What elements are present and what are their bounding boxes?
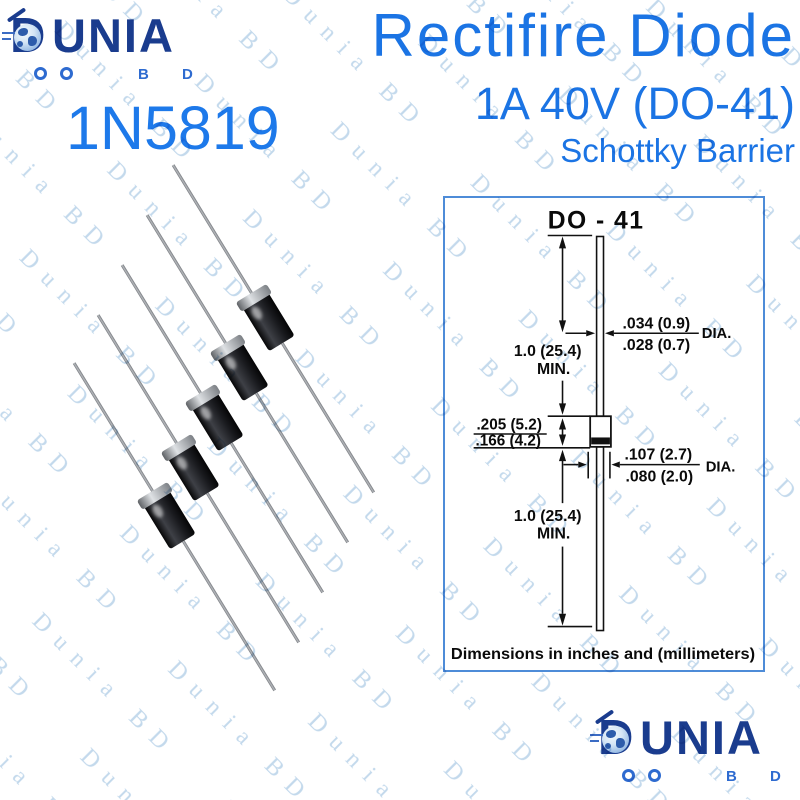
- product-technology: Schottky Barrier: [560, 132, 795, 170]
- brand-logo-bottom: D UNIA B D: [590, 709, 800, 785]
- globe-continent: [17, 41, 23, 47]
- do41-diagram-box: DO - 41: [443, 196, 765, 672]
- globe-icon: [14, 24, 41, 51]
- cart-wheel-icon: [34, 67, 47, 80]
- bottom-lead-min-label: MIN.: [537, 526, 570, 543]
- body-dia-unit-label: DIA.: [706, 460, 736, 476]
- cart-wheel-icon: [622, 769, 635, 782]
- body-dia-min-label: .080 (2.0): [625, 468, 693, 485]
- reflection-highlight: [150, 502, 166, 519]
- lead-dia-max-label: .034 (0.9): [623, 315, 691, 332]
- body-dia-max-label: .107 (2.7): [625, 447, 693, 464]
- diagram-heading: DO - 41: [548, 208, 645, 235]
- top-lead-length-label: 1.0 (25.4): [514, 343, 582, 360]
- part-number: 1N5819: [66, 94, 280, 162]
- title-block: Rectifire Diode 1A 40V (DO-41) Schottky …: [371, 2, 796, 170]
- brand-wordmark: UNIA: [52, 9, 175, 62]
- brand-wordmark-row: D UNIA: [590, 709, 800, 764]
- globe-continent: [28, 36, 37, 46]
- do41-diagram: DO - 41: [451, 208, 755, 664]
- globe-continent: [606, 730, 616, 738]
- speed-line: [2, 32, 15, 34]
- lead-dia-min-label: .028 (0.7): [623, 337, 691, 354]
- logo-letter-b: B: [726, 768, 737, 785]
- logo-letter-d: D: [182, 66, 193, 83]
- cart-d-icon: D: [2, 7, 52, 62]
- speed-line: [590, 734, 603, 736]
- cart-wheel-icon: [648, 769, 661, 782]
- product-title: Rectifire Diode: [371, 2, 795, 69]
- dimension-lines: [473, 234, 700, 628]
- lead-dia-unit-label: DIA.: [702, 326, 732, 342]
- lead-bottom-rect: [595, 446, 605, 632]
- cathode-band-rect: [591, 437, 610, 445]
- cart-wheel-icon: [60, 67, 73, 80]
- top-lead-min-label: MIN.: [537, 361, 570, 378]
- globe-continent: [18, 28, 28, 36]
- cart-d-icon: D: [590, 709, 640, 764]
- reflection-highlight: [174, 454, 190, 471]
- lead-top-rect: [595, 235, 605, 418]
- globe-icon: [602, 726, 629, 753]
- brand-logo-subrow: B D: [598, 767, 800, 785]
- brand-wordmark-row: D UNIA: [2, 7, 220, 62]
- reflection-highlight: [248, 304, 264, 321]
- diagram-caption: Dimensions in inches and (millimeters): [451, 646, 755, 663]
- reflection-highlight: [198, 404, 214, 421]
- globe-continent: [616, 738, 625, 748]
- logo-letter-b: B: [138, 66, 149, 83]
- body-length-max-label: .205 (5.2): [476, 417, 541, 434]
- logo-letter-d: D: [770, 768, 781, 785]
- globe-continent: [605, 743, 611, 749]
- brand-wordmark: UNIA: [640, 711, 763, 764]
- body-length-min-label: .166 (4.2): [475, 432, 540, 449]
- brand-logo-subrow: B D: [10, 65, 220, 83]
- speed-line: [590, 740, 599, 742]
- dimension-arrowheads: [558, 236, 620, 626]
- brand-logo-top: D UNIA B D: [2, 7, 220, 83]
- bottom-lead-length-label: 1.0 (25.4): [514, 508, 582, 525]
- speed-line: [2, 38, 11, 40]
- reflection-highlight: [222, 354, 238, 372]
- product-rating: 1A 40V (DO-41): [474, 77, 795, 129]
